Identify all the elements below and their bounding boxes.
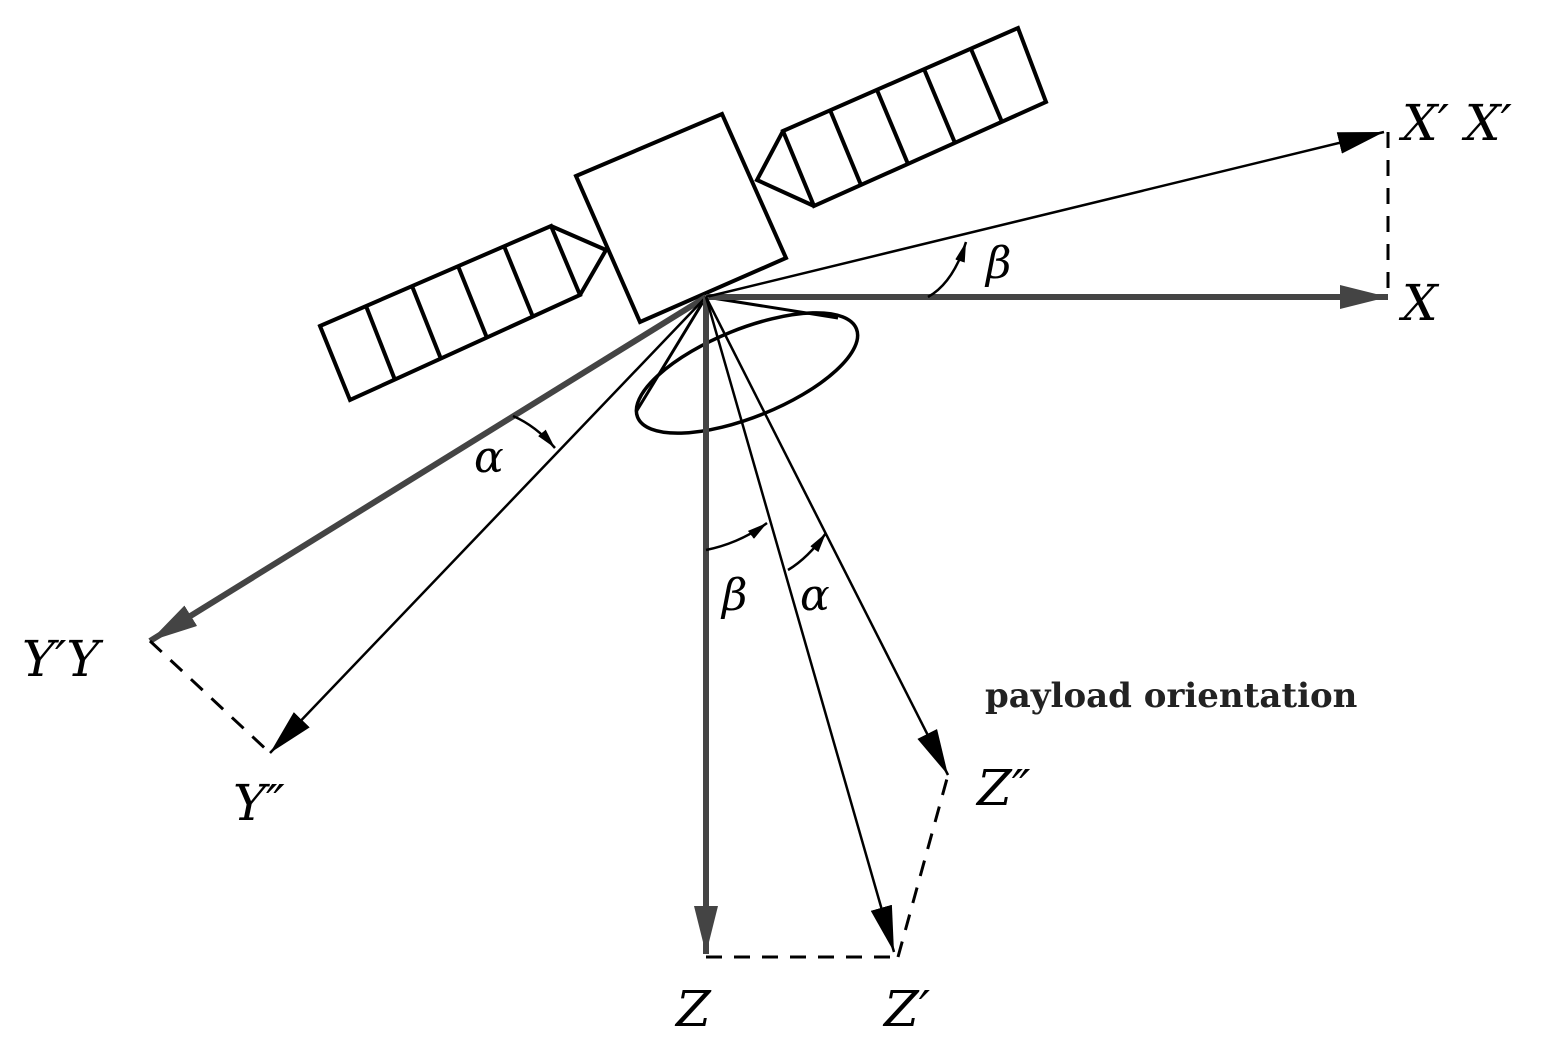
alpha-arc-y [512,414,556,449]
z-double-prime-axis [704,296,950,776]
payload-cone [634,295,860,435]
angle-arcs [512,241,968,572]
angle-beta-z: β [720,570,747,621]
satellite-body [573,111,789,325]
y-axis [148,294,708,644]
label-payload-orientation: payload orientation [985,676,1357,716]
label-z-prime: Z′ [882,980,931,1038]
label-z-double-prime: Z″ [975,759,1031,817]
axes [148,130,1388,954]
projection-lines [148,132,1390,959]
x-prime-axis [705,130,1385,299]
label-y-prime-y: Y′Y [22,630,103,688]
left-solar-panel [317,223,609,403]
angle-alpha-y: α [474,432,504,483]
label-x-prime: X′ X′ [1398,94,1512,152]
label-z: Z [674,980,712,1038]
satellite [317,25,1049,435]
y-double-prime-axis [269,296,707,754]
z-prime-axis [704,296,896,953]
beta-arc-x [927,241,968,299]
label-y-double-prime: Y″ [233,774,285,832]
angle-alpha-z: α [800,570,830,621]
beta-arc-z [705,521,768,552]
angle-beta-x: β [984,238,1011,289]
labels: X′ X′ X Y′Y Y″ Z Z′ Z″ payload orientati… [22,94,1512,1038]
label-x: X [1398,274,1440,332]
right-solar-panel [754,25,1049,209]
alpha-arc-z [787,532,828,572]
